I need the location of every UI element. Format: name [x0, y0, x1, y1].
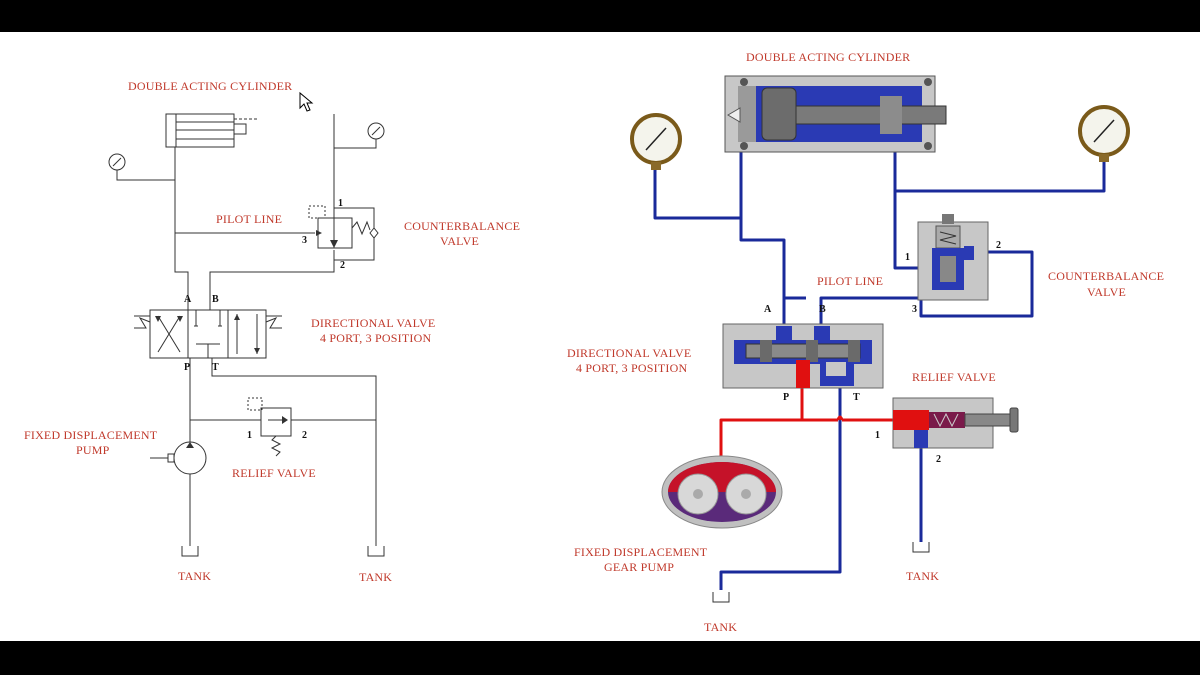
schematic-pump-symbol [150, 441, 207, 546]
schematic-port-b: B [212, 294, 219, 305]
pictorial-pipes [653, 150, 1106, 590]
schematic-rv-port-1: 1 [247, 430, 252, 441]
schematic-gauge-right [334, 122, 385, 149]
pictorial-counterbalance-label-1: COUNTERBALANCE [1048, 269, 1164, 283]
pictorial-directional-valve [722, 323, 884, 389]
schematic-tank-label-2: TANK [359, 570, 392, 584]
pictorial-gear-pump [661, 455, 783, 529]
schematic-rv-port-2: 2 [302, 430, 307, 441]
pictorial-pilot-line-label: PILOT LINE [817, 274, 883, 288]
pictorial-pressure-gauge-right-icon [1078, 105, 1130, 162]
mouse-cursor-icon [299, 91, 314, 112]
pictorial-port-a: A [764, 304, 772, 315]
schematic-cb-port-3: 3 [302, 235, 307, 246]
pictorial-tank-label-1: TANK [704, 620, 737, 634]
pictorial-pump-label-2: GEAR PUMP [604, 560, 674, 574]
schematic-cylinder-label: DOUBLE ACTING CYLINDER [128, 79, 292, 93]
gear-left-icon [677, 473, 719, 515]
schematic-port-a: A [184, 294, 192, 305]
pictorial-tank-1 [712, 592, 730, 603]
schematic-directional-label-2: 4 PORT, 3 POSITION [320, 331, 431, 345]
schematic-cylinder-symbol [165, 113, 258, 148]
pictorial-cb-port-1: 1 [905, 252, 910, 263]
schematic-gauge-left [108, 153, 175, 181]
schematic-cb-port-1: 1 [338, 198, 343, 209]
pictorial-port-p: P [783, 392, 789, 403]
pictorial-relief-valve [892, 397, 1019, 449]
schematic-tank-1 [181, 546, 199, 557]
schematic-counterbalance-label-1: COUNTERBALANCE [404, 219, 520, 233]
pictorial-double-acting-cylinder [724, 75, 947, 153]
schematic-port-t: T [212, 362, 219, 373]
gear-right-icon [725, 473, 767, 515]
pictorial-counterbalance-valve [917, 214, 989, 301]
pictorial-diagram: DOUBLE ACTING CYLINDER PILOT LINE COUNTE… [567, 50, 1164, 634]
pictorial-cylinder-label: DOUBLE ACTING CYLINDER [746, 50, 910, 64]
schematic-pump-label-1: FIXED DISPLACEMENT [24, 428, 158, 442]
pictorial-directional-label-1: DIRECTIONAL VALVE [567, 346, 691, 360]
schematic-relief-valve [247, 397, 292, 457]
schematic-counterbalance-label-2: VALVE [440, 234, 479, 248]
pictorial-cb-port-3: 3 [912, 304, 917, 315]
pictorial-port-b: B [819, 304, 826, 315]
pictorial-counterbalance-label-2: VALVE [1087, 285, 1126, 299]
pictorial-tank-label-2: TANK [906, 569, 939, 583]
schematic-diagram: DOUBLE ACTING CYLINDER PILOT LINE COUNTE… [24, 79, 520, 584]
schematic-pump-label-2: PUMP [76, 443, 110, 457]
pictorial-pressure-gauge-left-icon [630, 113, 682, 170]
schematic-port-p: P [184, 362, 190, 373]
schematic-directional-label-1: DIRECTIONAL VALVE [311, 316, 435, 330]
pictorial-pump-label-1: FIXED DISPLACEMENT [574, 545, 708, 559]
pictorial-directional-label-2: 4 PORT, 3 POSITION [576, 361, 687, 375]
schematic-pilot-line-label: PILOT LINE [216, 212, 282, 226]
schematic-cb-port-2: 2 [340, 260, 345, 271]
schematic-directional-valve [134, 309, 282, 359]
schematic-relief-label: RELIEF VALVE [232, 466, 316, 480]
pictorial-rv-port-1: 1 [875, 430, 880, 441]
pictorial-rv-port-2: 2 [936, 454, 941, 465]
pictorial-relief-label: RELIEF VALVE [912, 370, 996, 384]
pictorial-port-t: T [853, 392, 860, 403]
schematic-tank-label-1: TANK [178, 569, 211, 583]
schematic-counterbalance-valve [308, 205, 379, 261]
schematic-tank-2 [367, 546, 385, 557]
pictorial-tank-2 [912, 542, 930, 553]
pictorial-cb-port-2: 2 [996, 240, 1001, 251]
